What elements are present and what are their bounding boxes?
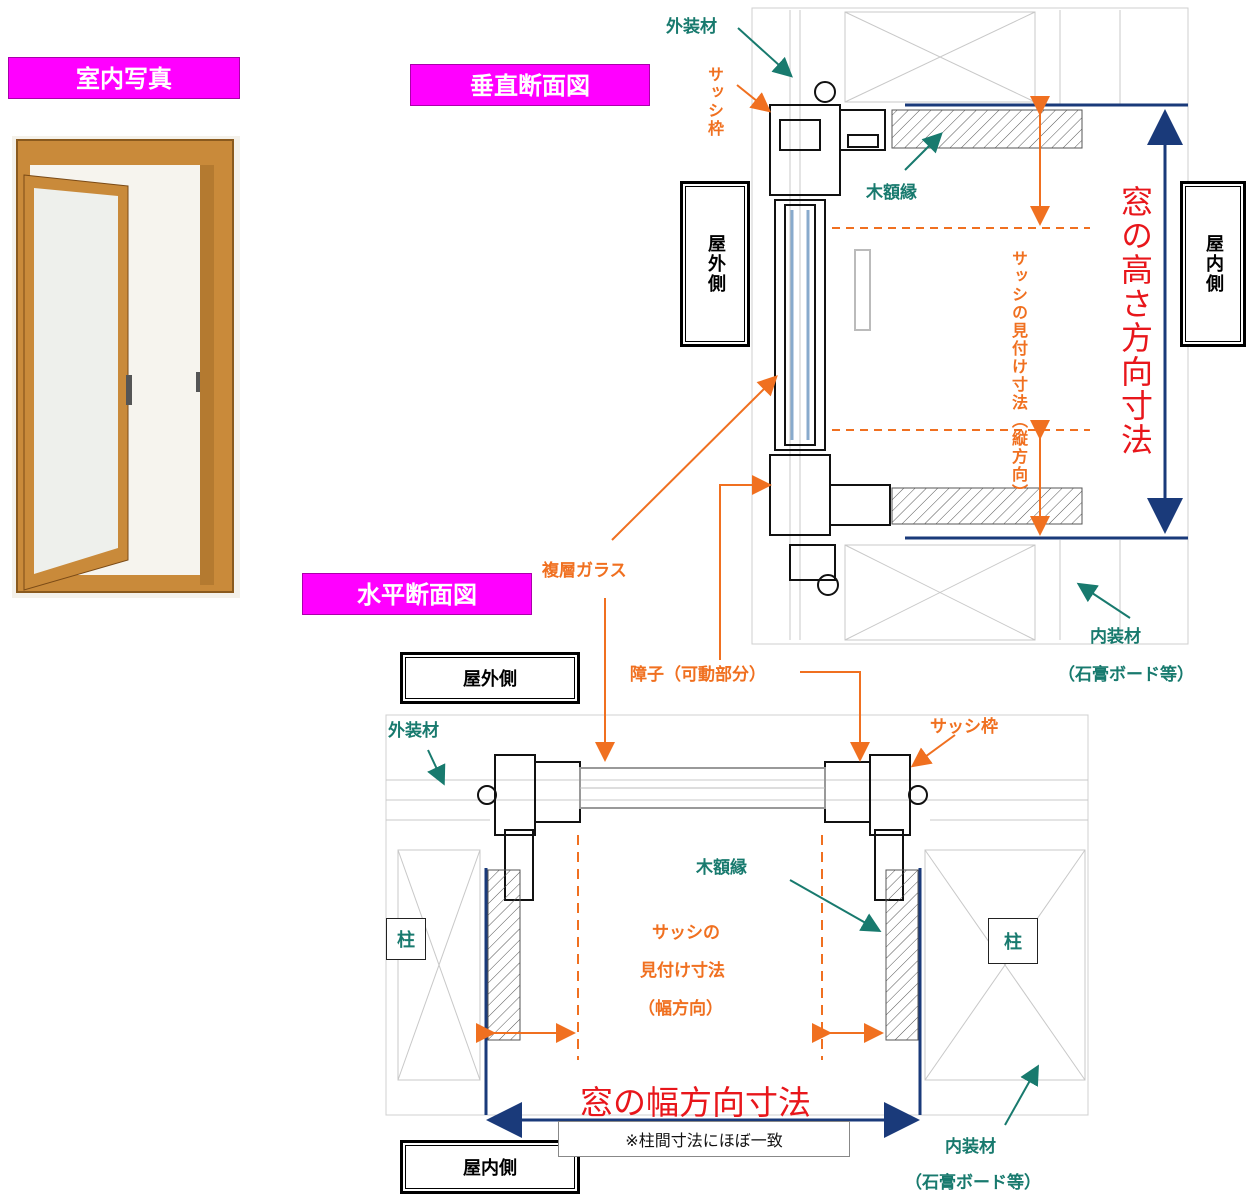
sash-frame-label-h: サッシ枠 (930, 717, 998, 737)
leader-arrows (427, 27, 1131, 1126)
sash-visible-h-line2: 見付け寸法 (640, 961, 725, 981)
window-photo (12, 136, 240, 598)
wood-trim-label-h: 木額縁 (696, 858, 747, 878)
window-height-label: 窓の高さ方向寸法 (1116, 185, 1154, 457)
outdoor-side-box-vertical: 屋外側 (680, 181, 750, 347)
interior-material-label-v: 内装材 (1090, 627, 1141, 647)
interior-material-label-h: 内装材 (945, 1137, 996, 1157)
outdoor-side-label: 屋外側 (705, 234, 726, 294)
interior-material-note-v: （石膏ボード等） (1058, 665, 1194, 685)
pillar-right-label: 柱 (1004, 932, 1022, 953)
shoji-label: 障子（可動部分） (630, 665, 766, 685)
double-glass-label: 複層ガラス (542, 561, 627, 581)
vertical-section-tag: 垂直断面図 (410, 64, 650, 106)
indoor-side-box-vertical: 屋内側 (1180, 181, 1246, 347)
indoor-side-label: 屋内側 (1203, 234, 1224, 294)
indoor-side-label-h: 屋内側 (463, 1158, 517, 1179)
wood-trim-label-v: 木額縁 (866, 183, 917, 203)
horizontal-section-drawing (385, 714, 1089, 1138)
exterior-material-label-h: 外装材 (388, 721, 439, 741)
indoor-side-box-horizontal: 屋内側 (400, 1140, 580, 1194)
width-note: ※柱間寸法にほぼ一致 (558, 1121, 850, 1157)
pillar-left: 柱 (386, 918, 426, 960)
pillar-right: 柱 (988, 918, 1038, 964)
interior-photo-tag: 室内写真 (8, 57, 240, 99)
sash-visible-vertical-label: サッシの見付け寸法（縦方向） (1009, 250, 1028, 502)
horizontal-section-tag: 水平断面図 (302, 573, 532, 615)
sash-visible-h-line1: サッシの (652, 923, 720, 943)
sash-visible-h-line3: （幅方向） (638, 999, 723, 1019)
sash-frame-label-v: サッシ枠 (705, 66, 724, 138)
interior-material-note-h: （石膏ボード等） (905, 1173, 1041, 1193)
window-width-label: 窓の幅方向寸法 (580, 1083, 811, 1122)
outdoor-side-box-horizontal: 屋外側 (400, 652, 580, 704)
outdoor-side-label-h: 屋外側 (463, 669, 517, 690)
vertical-section-drawing (751, 7, 1189, 645)
exterior-material-label-v: 外装材 (666, 17, 717, 37)
pillar-left-label: 柱 (397, 930, 415, 951)
